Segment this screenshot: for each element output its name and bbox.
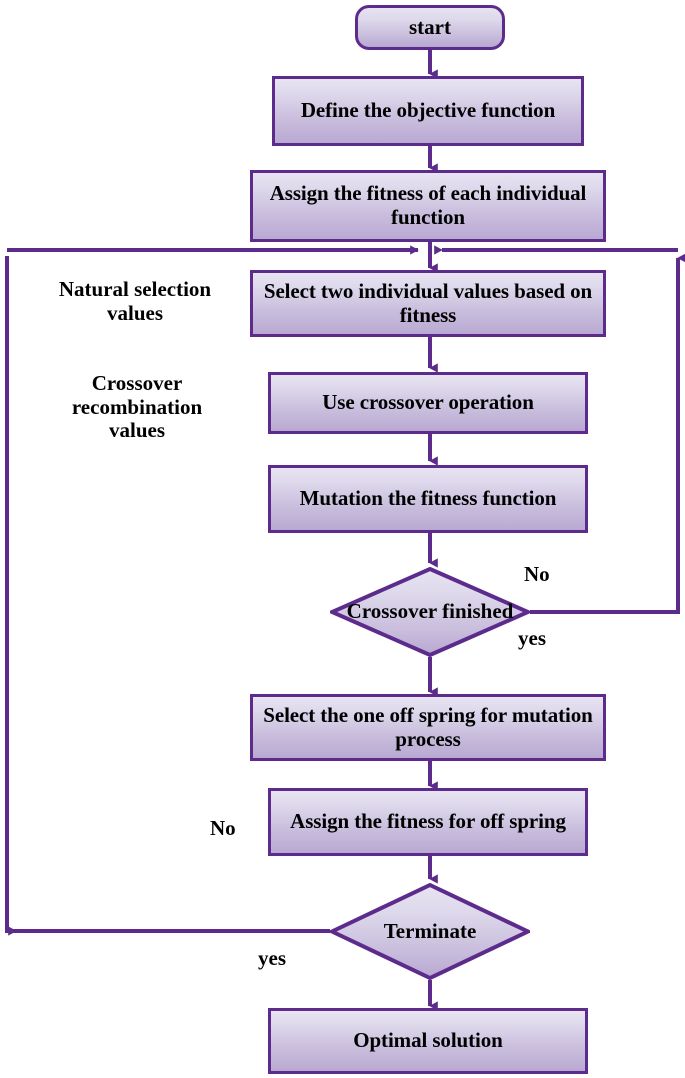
side-note-natural-selection-values: Natural selection values [58,277,212,325]
edge-crossover-no-loop [530,253,685,614]
node-use-crossover-operation[interactable]: Use crossover operation [268,372,588,434]
node-terminate-label: Terminate [383,918,477,943]
edge-label-terminate-no: No [210,816,236,840]
decision-diamond-shape [330,883,530,980]
node-use-crossover-operation-label: Use crossover operation [322,390,534,415]
edge-label-crossover-no: No [524,562,550,586]
node-start-label: start [409,14,451,39]
node-optimal-solution-label: Optimal solution [353,1028,503,1053]
edge-terminate-yes-loop [5,256,330,933]
node-assign-fitness-label: Assign the fitness of each individual fu… [269,181,587,229]
node-assign-fitness-for-offspring[interactable]: Assign the fitness for off spring [268,788,588,856]
node-crossover-finished-decision[interactable]: Crossover finished [330,567,530,657]
node-define-objective-function[interactable]: Define the objective function [272,76,584,146]
node-select-two-individual-values-label: Select two individual values based on fi… [263,278,593,327]
node-mutation-the-fitness-function[interactable]: Mutation the fitness function [268,465,588,533]
node-select-two-individual-values[interactable]: Select two individual values based on fi… [250,270,606,337]
node-assign-fitness[interactable]: Assign the fitness of each individual fu… [250,170,606,242]
node-crossover-finished-label: Crossover finished [346,599,514,624]
node-select-offspring-for-mutation-label: Select the one off spring for mutation p… [263,702,593,751]
edge-label-terminate-yes: yes [258,946,286,970]
node-select-offspring-for-mutation[interactable]: Select the one off spring for mutation p… [250,694,606,761]
node-mutation-the-fitness-function-label: Mutation the fitness function [299,486,557,511]
node-optimal-solution[interactable]: Optimal solution [268,1008,588,1074]
node-start[interactable]: start [355,5,505,50]
node-terminate-decision[interactable]: Terminate [330,883,530,980]
node-define-objective-function-label: Define the objective function [300,98,556,123]
side-note-crossover-recombination-values: Crossover recombination values [71,371,203,443]
edge-label-crossover-yes: yes [518,626,546,650]
decision-diamond-shape [330,567,530,657]
node-assign-fitness-for-offspring-label: Assign the fitness for off spring [290,809,566,834]
